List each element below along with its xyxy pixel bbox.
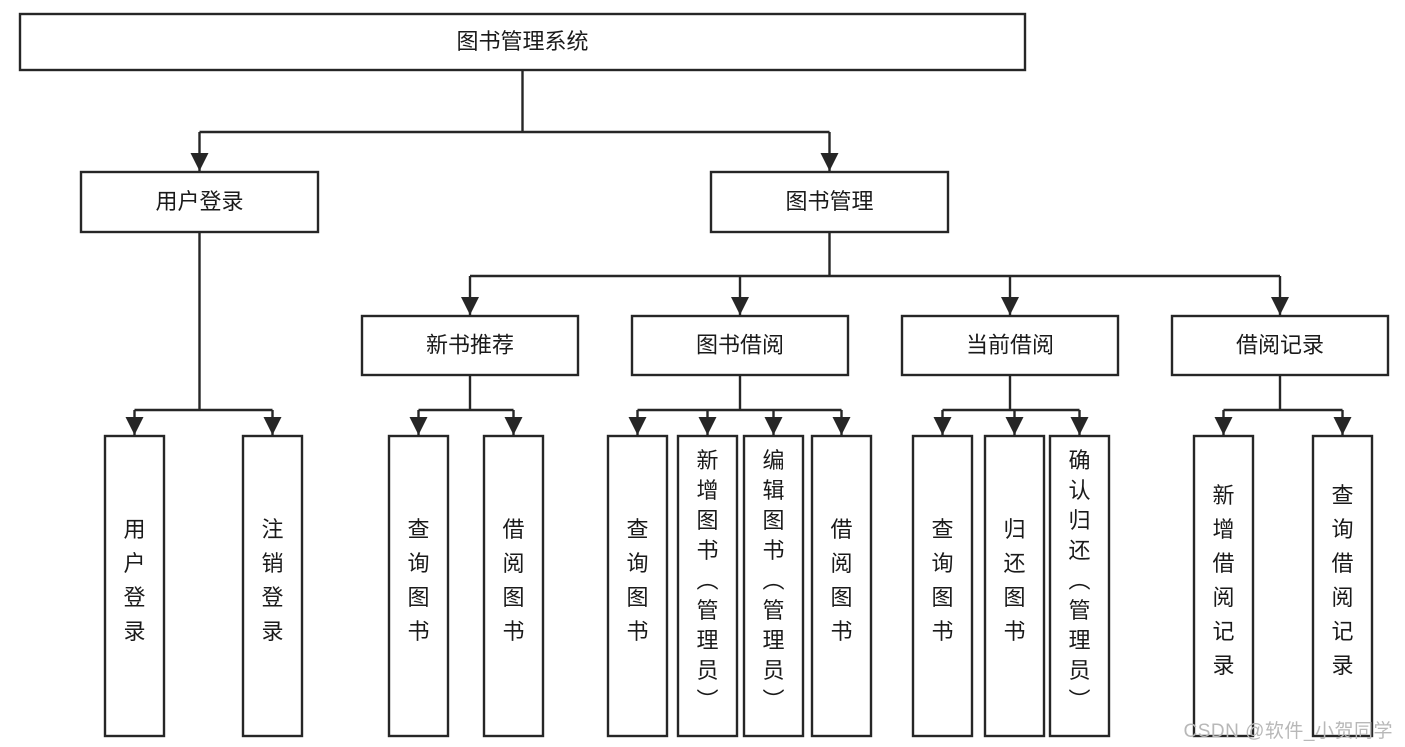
connector-group-current-borrow: [933, 375, 1089, 435]
connector-layer: [125, 70, 1352, 435]
node-box-leaf-confirm-return: [1048, 434, 1111, 738]
node-box-leaf-query-book-1: [387, 434, 450, 738]
node-box-leaf-query-book-2: [606, 434, 669, 738]
node-leaf-confirm-return[interactable]: 确认归还︵管理员︶: [1048, 434, 1111, 738]
arrow-head-icon: [504, 417, 523, 435]
node-leaf-user-login[interactable]: 用户登录: [103, 434, 166, 738]
node-book-borrow[interactable]: 图书借阅: [630, 314, 850, 377]
node-new-book-rec[interactable]: 新书推荐: [360, 314, 580, 377]
node-user-login[interactable]: 用户登录: [79, 170, 320, 234]
node-leaf-query-book-1[interactable]: 查询图书: [387, 434, 450, 738]
connector-group-user-login: [125, 232, 282, 435]
node-box-root: [18, 12, 1027, 72]
arrow-head-icon: [1005, 417, 1024, 435]
node-leaf-query-book-2[interactable]: 查询图书: [606, 434, 669, 738]
node-box-leaf-query-record: [1311, 434, 1374, 738]
node-label-leaf-query-book-3: 查询图书: [931, 517, 953, 644]
arrow-head-icon: [1001, 297, 1019, 315]
node-box-user-login: [79, 170, 320, 234]
node-label-leaf-add-book: 新增图书︵管理员︶: [696, 448, 718, 713]
node-label-leaf-user-login: 用户登录: [123, 517, 145, 644]
node-label-root: 图书管理系统: [456, 29, 588, 54]
arrow-head-icon: [832, 417, 851, 435]
node-layer: 图书管理系统用户登录图书管理新书推荐图书借阅当前借阅借阅记录用户登录注销登录查询…: [18, 12, 1390, 738]
node-label-leaf-query-book-2: 查询图书: [626, 517, 648, 644]
arrow-head-icon: [628, 417, 647, 435]
arrow-head-icon: [409, 417, 428, 435]
node-label-borrow-record: 借阅记录: [1236, 332, 1324, 357]
node-box-leaf-return-book: [983, 434, 1046, 738]
node-box-leaf-logout: [241, 434, 304, 738]
node-box-leaf-query-book-3: [911, 434, 974, 738]
node-label-book-manage: 图书管理: [785, 189, 873, 214]
watermark-label: CSDN @软件_小贺同学: [1183, 721, 1393, 742]
node-box-book-manage: [709, 170, 950, 234]
arrow-head-icon: [764, 417, 783, 435]
arrow-head-icon: [698, 417, 717, 435]
node-box-book-borrow: [630, 314, 850, 377]
node-leaf-borrow-book-2[interactable]: 借阅图书: [810, 434, 873, 738]
node-leaf-add-book[interactable]: 新增图书︵管理员︶: [676, 434, 739, 738]
node-leaf-return-book[interactable]: 归还图书: [983, 434, 1046, 738]
node-leaf-edit-book[interactable]: 编辑图书︵管理员︶: [742, 434, 805, 738]
node-label-leaf-confirm-return: 确认归还︵管理员︶: [1068, 448, 1090, 713]
arrow-head-icon: [1214, 417, 1233, 435]
node-root[interactable]: 图书管理系统: [18, 12, 1027, 72]
node-label-leaf-add-record: 新增借阅记录: [1212, 483, 1234, 678]
arrow-head-icon: [461, 297, 479, 315]
node-box-leaf-add-book: [676, 434, 739, 738]
node-leaf-borrow-book-1[interactable]: 借阅图书: [482, 434, 545, 738]
node-leaf-add-record[interactable]: 新增借阅记录: [1192, 434, 1255, 738]
node-box-leaf-add-record: [1192, 434, 1255, 738]
node-box-current-borrow: [900, 314, 1120, 377]
node-label-leaf-borrow-book-1: 借阅图书: [502, 517, 524, 644]
connector-group-root: [190, 70, 839, 171]
connector-group-book-borrow: [628, 375, 851, 435]
node-borrow-record[interactable]: 借阅记录: [1170, 314, 1390, 377]
arrow-head-icon: [1333, 417, 1352, 435]
connector-group-new-book-rec: [409, 375, 523, 435]
node-box-borrow-record: [1170, 314, 1390, 377]
node-leaf-query-record[interactable]: 查询借阅记录: [1311, 434, 1374, 738]
arrow-head-icon: [820, 153, 839, 171]
node-leaf-logout[interactable]: 注销登录: [241, 434, 304, 738]
node-label-leaf-return-book: 归还图书: [1003, 517, 1025, 644]
node-box-leaf-borrow-book-2: [810, 434, 873, 738]
arrow-head-icon: [1070, 417, 1089, 435]
node-leaf-query-book-3[interactable]: 查询图书: [911, 434, 974, 738]
node-box-leaf-borrow-book-1: [482, 434, 545, 738]
arrow-head-icon: [731, 297, 749, 315]
node-box-new-book-rec: [360, 314, 580, 377]
node-label-leaf-query-book-1: 查询图书: [407, 517, 429, 644]
arrow-head-icon: [263, 417, 282, 435]
node-label-user-login: 用户登录: [155, 189, 243, 214]
connector-group-book-manage: [461, 232, 1289, 315]
node-box-leaf-user-login: [103, 434, 166, 738]
node-box-leaf-edit-book: [742, 434, 805, 738]
arrow-head-icon: [125, 417, 144, 435]
node-label-current-borrow: 当前借阅: [966, 332, 1054, 357]
node-label-leaf-borrow-book-2: 借阅图书: [830, 517, 852, 644]
node-label-book-borrow: 图书借阅: [696, 332, 784, 357]
node-label-leaf-query-record: 查询借阅记录: [1331, 483, 1353, 678]
arrow-head-icon: [1271, 297, 1289, 315]
node-book-manage[interactable]: 图书管理: [709, 170, 950, 234]
connector-group-borrow-record: [1214, 375, 1352, 435]
node-label-new-book-rec: 新书推荐: [426, 332, 514, 357]
arrow-head-icon: [190, 153, 209, 171]
node-label-leaf-logout: 注销登录: [261, 517, 283, 644]
arrow-head-icon: [933, 417, 952, 435]
node-current-borrow[interactable]: 当前借阅: [900, 314, 1120, 377]
node-label-leaf-edit-book: 编辑图书︵管理员︶: [762, 448, 784, 713]
